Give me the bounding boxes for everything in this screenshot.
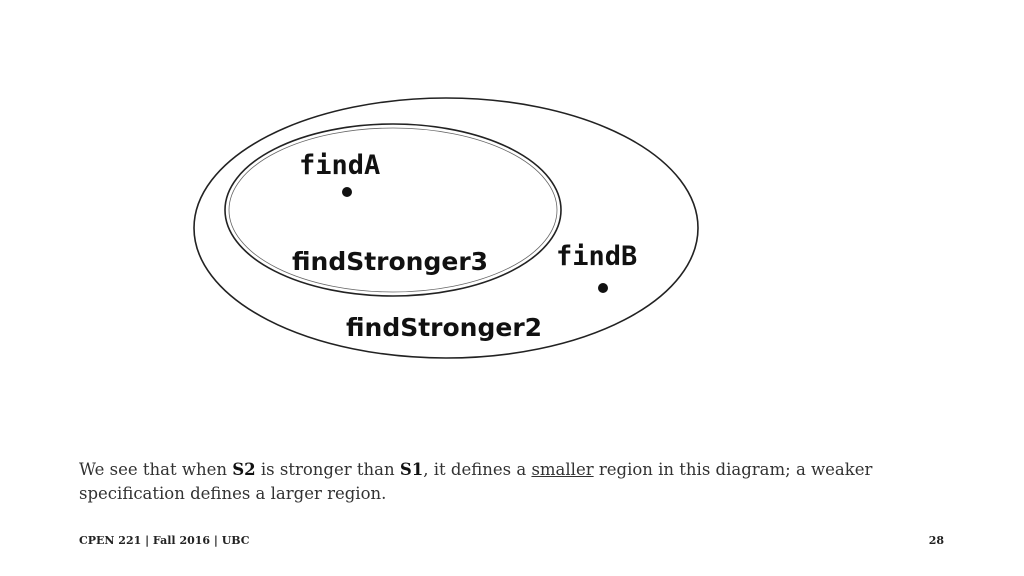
caption-part1: We see that when	[79, 460, 233, 479]
caption-smaller: smaller	[531, 460, 594, 479]
caption-part4: region in this diagram; a weaker specifi…	[79, 460, 873, 503]
point-findA	[342, 187, 352, 197]
inner-region-findStronger3	[224, 123, 562, 297]
inner-region-inner-line	[228, 127, 558, 293]
caption-s2: S2	[232, 460, 256, 479]
caption-s1: S1	[399, 460, 424, 479]
footer-page-number: 28	[928, 534, 944, 547]
footer-course: CPEN 221 | Fall 2016 | UBC	[79, 534, 250, 547]
label-findStronger2: findStronger2	[346, 313, 542, 342]
caption-text: We see that when S2 is stronger than S1,…	[79, 458, 959, 506]
label-findA: findA	[299, 150, 380, 181]
caption-part3: , it defines a	[423, 460, 532, 479]
label-findStronger3: findStronger3	[292, 247, 488, 276]
label-findB: findB	[556, 241, 637, 272]
caption-part2: is stronger than	[255, 460, 400, 479]
point-findB	[598, 283, 608, 293]
outer-region-findStronger2	[193, 97, 699, 359]
